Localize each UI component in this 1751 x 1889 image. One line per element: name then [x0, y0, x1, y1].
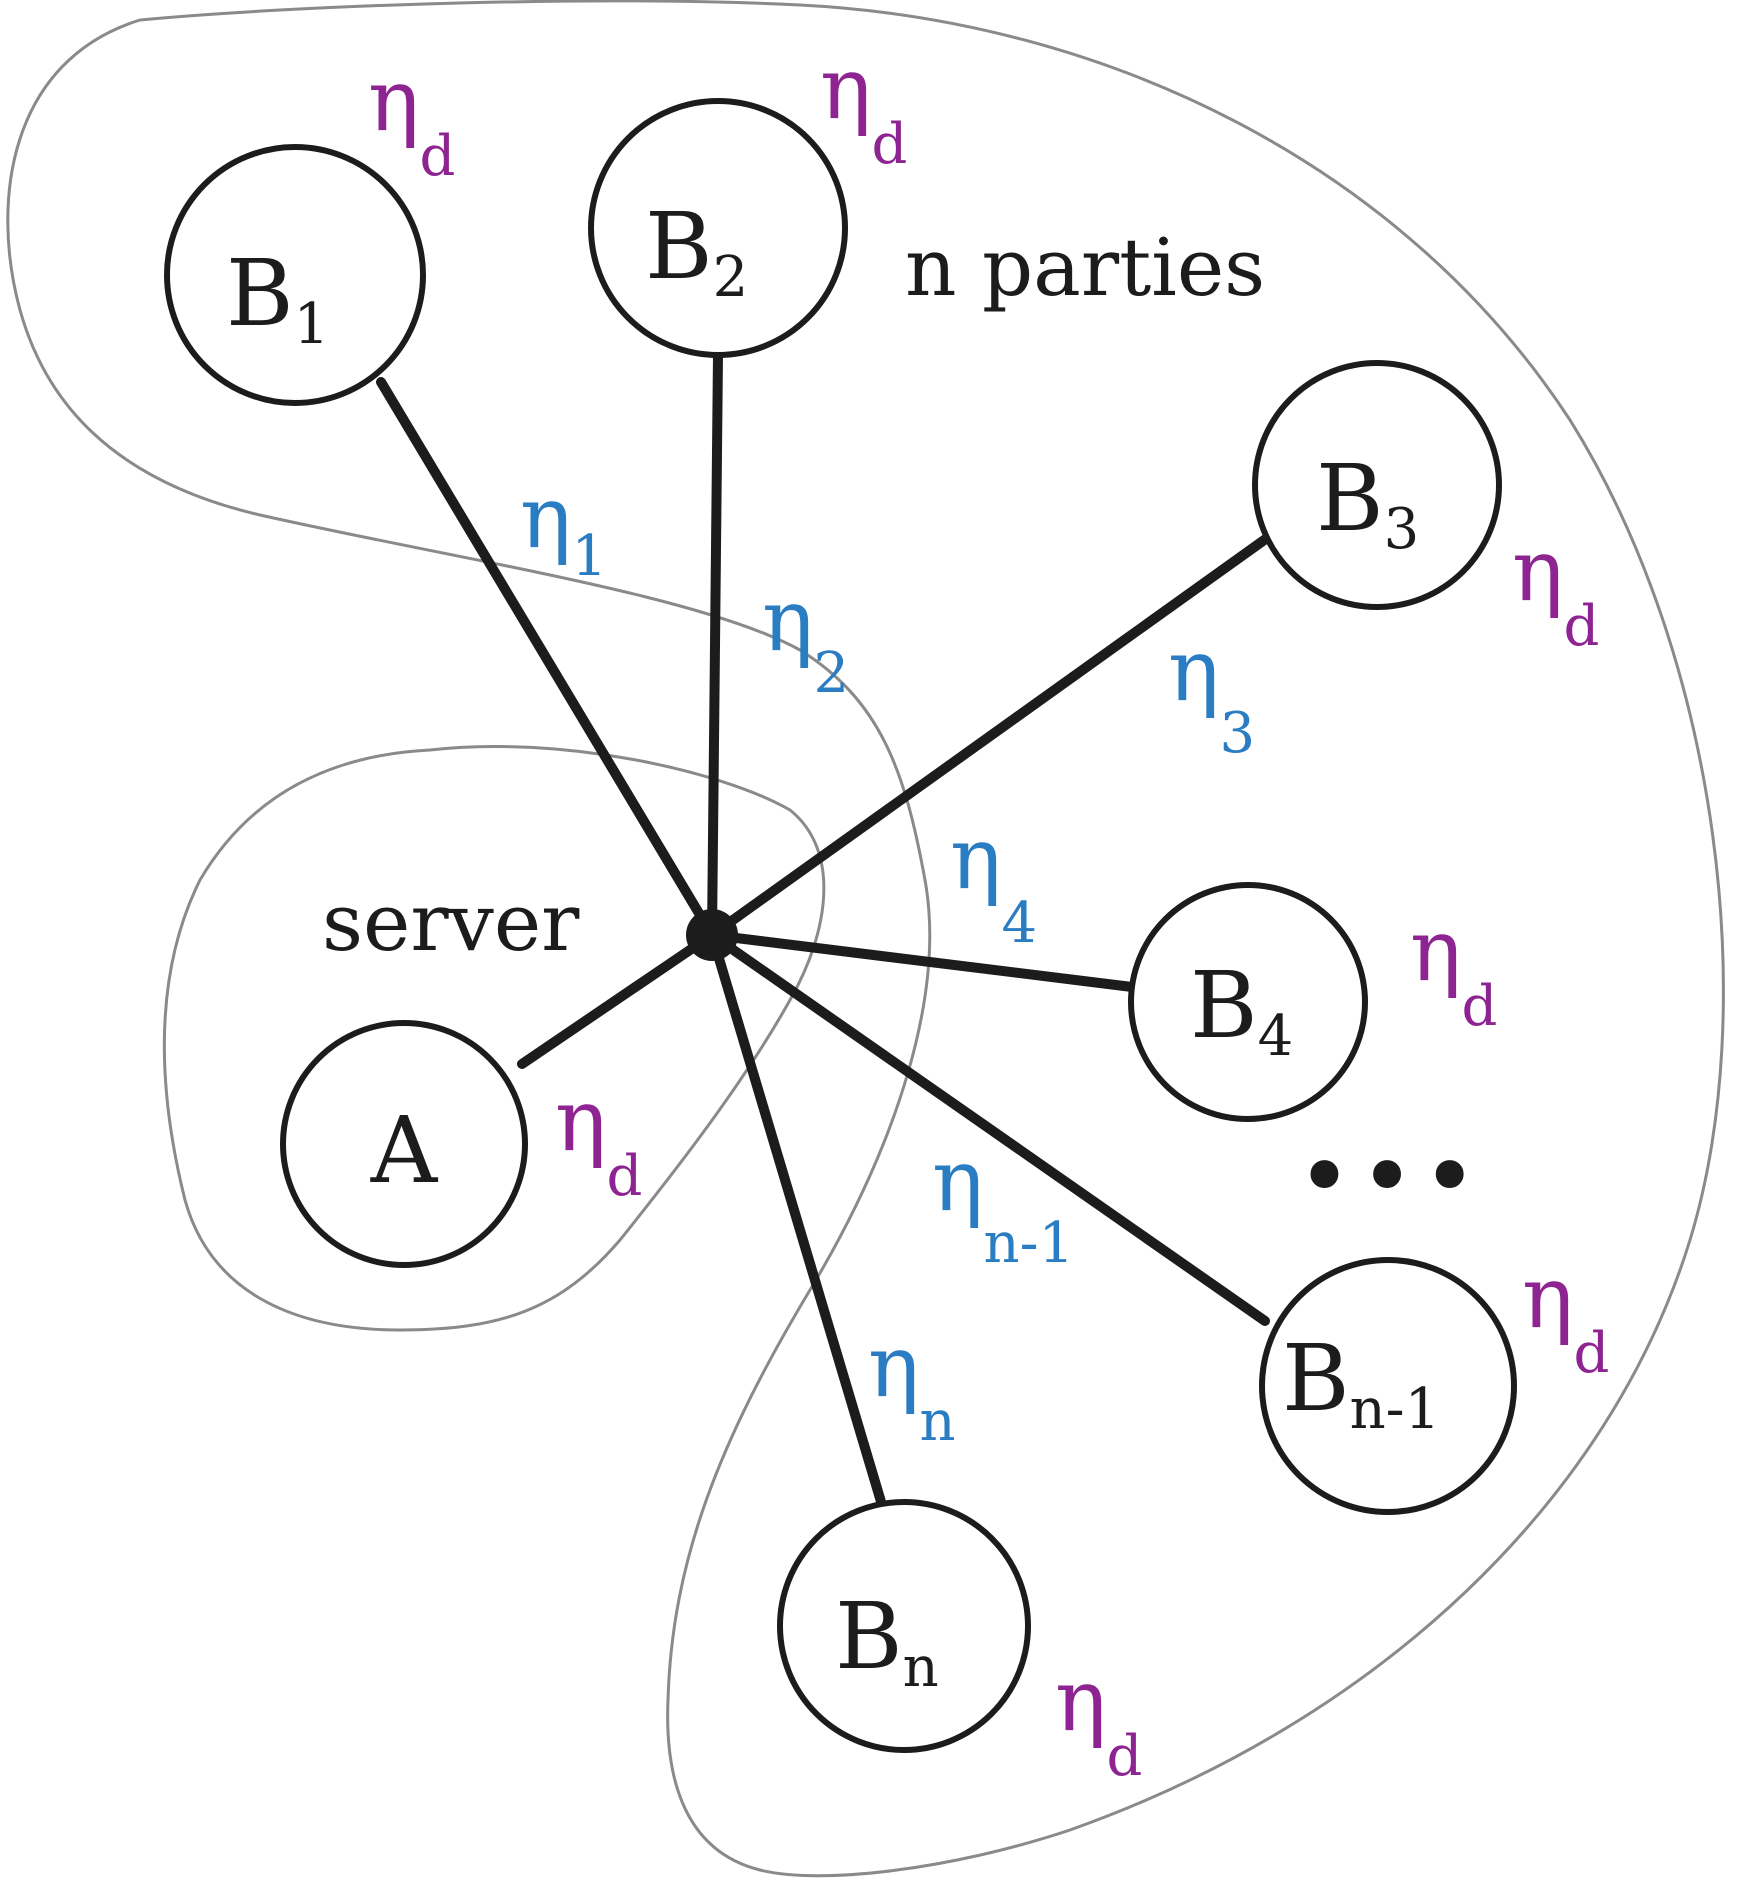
- node-eta-labels: ηd ηd ηd ηd ηd ηd ηd: [368, 39, 1609, 1789]
- edge-b3: [707, 533, 1272, 940]
- edge-a: [517, 930, 717, 1069]
- node-label-bn1: Bn-1: [1282, 1325, 1440, 1442]
- node-label-b3: B3: [1316, 445, 1419, 562]
- node-label-bn: Bn: [835, 1583, 939, 1700]
- edge-b2: [707, 350, 723, 940]
- edges: [376, 350, 1272, 1510]
- link-label-4: η4: [950, 809, 1037, 956]
- node-eta-b3: ηd: [1512, 521, 1599, 659]
- node-label-b1: B1: [226, 240, 329, 357]
- node-eta-b2: ηd: [820, 39, 907, 177]
- link-label-n: ηn: [868, 1317, 956, 1454]
- server-label: server: [322, 876, 580, 969]
- link-label-1: η1: [520, 468, 607, 589]
- edge-bn: [707, 930, 887, 1510]
- node-eta-bn1: ηd: [1522, 1248, 1609, 1386]
- ellipsis-label: •••: [1296, 1121, 1484, 1233]
- link-label-3: η3: [1168, 621, 1255, 766]
- server-boundary: [162, 744, 826, 1332]
- parties-label: n parties: [905, 221, 1265, 314]
- node-label-a: A: [370, 1097, 439, 1204]
- node-label-b2: B2: [645, 193, 748, 310]
- node-circle-bn: [777, 1499, 1031, 1753]
- link-label-n-1: ηn-1: [932, 1131, 1074, 1276]
- node-circle-b1: [164, 144, 426, 406]
- node-eta-b4: ηd: [1410, 901, 1497, 1039]
- node-circle-b3: [1252, 360, 1502, 610]
- edge-bn1: [707, 930, 1270, 1326]
- node-eta-a: ηd: [555, 1071, 642, 1209]
- node-circle-b4: [1128, 882, 1368, 1122]
- node-eta-b1: ηd: [368, 51, 455, 189]
- link-labels: η1 η2 η3 η4 ηn-1 ηn: [520, 468, 1255, 1454]
- link-label-2: η2: [762, 571, 849, 706]
- node-circles: [164, 98, 1517, 1753]
- node-label-b4: B4: [1190, 952, 1293, 1069]
- n-parties-boundary: [6, 0, 1725, 1878]
- hub-node: [686, 909, 738, 961]
- node-circle-a: [280, 1020, 528, 1268]
- edge-b1: [376, 377, 717, 940]
- node-circle-b2: [588, 98, 848, 358]
- node-circle-bn1: [1259, 1257, 1517, 1515]
- node-eta-bn: ηd: [1055, 1651, 1142, 1789]
- edge-b4: [707, 930, 1137, 992]
